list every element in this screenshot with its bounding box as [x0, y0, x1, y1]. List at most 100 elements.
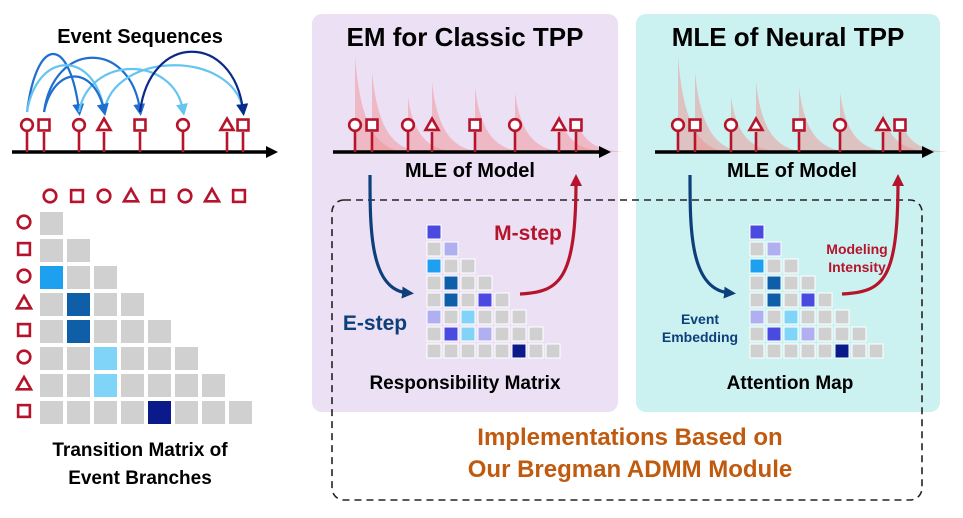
transition-matrix-cell: [67, 347, 90, 370]
transition-matrix-cell: [67, 401, 90, 424]
transition-arc-3: [77, 68, 188, 116]
matrix-col-header-2-circle-icon: [96, 188, 112, 204]
neural-timeline-event-7-square-icon: [893, 118, 907, 132]
responsibility-matrix-caption: Responsibility Matrix: [369, 373, 561, 394]
responsibility-matrix-cell: [477, 309, 493, 325]
em-timeline-event-1-square-icon: [365, 118, 379, 132]
attention-map-cell: [766, 292, 782, 308]
attention-map-cell: [868, 343, 884, 359]
transition-matrix-cell: [94, 374, 117, 397]
transition-matrix-cell: [175, 347, 198, 370]
em-timeline-event-0-circle-icon: [347, 117, 363, 133]
left-timeline-event-5-circle-icon: [175, 117, 191, 133]
responsibility-matrix-cell: [426, 309, 442, 325]
transition-matrix-cell: [121, 293, 144, 316]
attention-map-cell: [783, 275, 799, 291]
mstep-label: M-step: [494, 222, 562, 245]
attention-map-caption: Attention Map: [726, 373, 854, 394]
left-timeline-event-6-triangle-icon: [218, 115, 236, 132]
matrix-col-header-3-triangle-icon: [121, 186, 141, 203]
left-timeline-event-2-circle-icon: [71, 117, 87, 133]
responsibility-matrix-cell: [443, 326, 459, 342]
matrix-col-header-4-square-icon: [150, 188, 166, 204]
transition-matrix-cell: [40, 293, 63, 316]
transition-matrix-cell: [67, 374, 90, 397]
implementation-dashed-box: [331, 199, 923, 501]
matrix-row-header-1-square-icon: [16, 241, 32, 257]
attention-map-cell: [800, 309, 816, 325]
responsibility-matrix-cell: [460, 343, 476, 359]
matrix-col-header-7-square-icon: [231, 188, 247, 204]
transition-matrix-cell: [148, 401, 171, 424]
neural-timeline-event-0-circle-icon: [670, 117, 686, 133]
responsibility-matrix-cell: [528, 326, 544, 342]
attention-map-cell: [766, 275, 782, 291]
transition-arc-5: [138, 50, 249, 116]
transition-matrix-cell: [40, 212, 63, 235]
transition-matrix-cell: [94, 347, 117, 370]
transition-matrix-cell: [40, 374, 63, 397]
responsibility-matrix-cell: [443, 292, 459, 308]
neural-intensity-peak-5: [840, 92, 888, 152]
transition-arc-6: [42, 75, 109, 116]
em-intensity-peak-3: [432, 82, 480, 152]
matrix-col-header-5-circle-icon: [177, 188, 193, 204]
responsibility-matrix-cell: [511, 309, 527, 325]
attention-map-cell: [749, 258, 765, 274]
transition-matrix-cell: [94, 401, 117, 424]
attention-map-cell: [783, 292, 799, 308]
left-timeline-event-3-triangle-icon: [95, 115, 113, 132]
transition-matrix-cell: [40, 347, 63, 370]
transition-matrix-cell: [229, 401, 252, 424]
responsibility-matrix-cell: [477, 292, 493, 308]
attention-map-cell: [851, 343, 867, 359]
responsibility-matrix-cell: [528, 343, 544, 359]
transition-matrix-cell: [40, 239, 63, 262]
implementation-line2: Our Bregman ADMM Module: [467, 456, 793, 483]
attention-map-cell: [783, 343, 799, 359]
attention-map-cell: [817, 326, 833, 342]
em-intensity-peak-7: [576, 117, 624, 152]
responsibility-matrix-cell: [494, 292, 510, 308]
em-timeline-event-3-triangle-icon: [423, 115, 441, 132]
left-timeline-event-4-square-icon: [133, 118, 147, 132]
transition-matrix-cell: [175, 374, 198, 397]
left-timeline-event-1-square-icon: [37, 118, 51, 132]
em-intensity-peak-4: [475, 87, 523, 152]
transition-matrix-cell: [67, 293, 90, 316]
neural-mle-of-model-label: MLE of Model: [727, 160, 857, 182]
transition-arc-2: [25, 64, 109, 116]
left-timeline-event-0-circle-icon: [19, 117, 35, 133]
implementation-line1: Implementations Based on: [477, 424, 783, 451]
attention-map-cell: [800, 326, 816, 342]
transition-matrix-cell: [40, 266, 63, 289]
responsibility-matrix-cell: [545, 343, 561, 359]
attention-map-cell: [851, 326, 867, 342]
em-intensity-peak-5: [515, 92, 563, 152]
em-panel-background: [312, 14, 618, 412]
neural-timeline-event-4-square-icon: [792, 118, 806, 132]
responsibility-matrix-cell: [443, 275, 459, 291]
transition-arc-0: [25, 52, 85, 116]
transition-matrix-cell: [121, 320, 144, 343]
transition-matrix-cell: [40, 320, 63, 343]
responsibility-matrix-cell: [477, 326, 493, 342]
em-mle-of-model-label: MLE of Model: [405, 160, 535, 182]
neural-intensity-peak-7: [900, 117, 948, 152]
left-timeline-event-7-square-icon: [236, 118, 250, 132]
event-embedding-arrow: [688, 174, 736, 299]
matrix-row-header-6-triangle-icon: [14, 374, 34, 391]
neural-timeline-event-5-circle-icon: [832, 117, 848, 133]
transition-matrix-cell: [67, 239, 90, 262]
neural-timeline-event-2-circle-icon: [723, 117, 739, 133]
attention-map-cell: [749, 343, 765, 359]
transition-matrix-cell: [94, 293, 117, 316]
neural-intensity-peak-2: [731, 97, 779, 152]
transition-matrix-caption-line1: Transition Matrix of: [52, 440, 228, 461]
em-timeline-event-2-circle-icon: [400, 117, 416, 133]
attention-map-cell: [834, 309, 850, 325]
responsibility-matrix-cell: [443, 241, 459, 257]
attention-map-cell: [766, 309, 782, 325]
event-embedding-label-line1: Event: [680, 311, 720, 327]
